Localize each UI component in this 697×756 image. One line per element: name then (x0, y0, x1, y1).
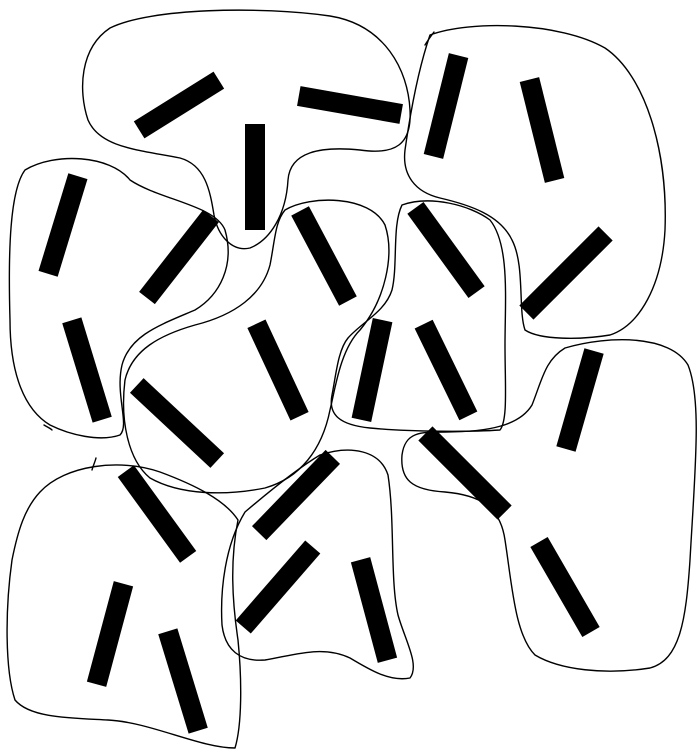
bar (134, 72, 224, 139)
bar (130, 378, 224, 468)
bar (418, 426, 511, 519)
bar (236, 540, 321, 633)
bar (247, 320, 308, 421)
bar (139, 210, 219, 304)
bar (415, 320, 478, 420)
bar (62, 317, 112, 422)
region-outline-tail (425, 32, 434, 45)
bar (407, 202, 484, 298)
bar (291, 206, 357, 305)
bar (87, 581, 133, 687)
bar (351, 557, 397, 663)
bar (530, 537, 599, 637)
bar (39, 173, 88, 276)
bar (297, 86, 403, 124)
bar (352, 318, 393, 422)
bar (158, 628, 208, 733)
bar (520, 77, 565, 183)
region-left (9, 159, 228, 438)
bar (245, 124, 265, 230)
bar (118, 465, 196, 563)
bar (556, 348, 603, 452)
region-outline-tail (92, 458, 96, 470)
bar (424, 53, 469, 159)
bar (519, 226, 612, 319)
